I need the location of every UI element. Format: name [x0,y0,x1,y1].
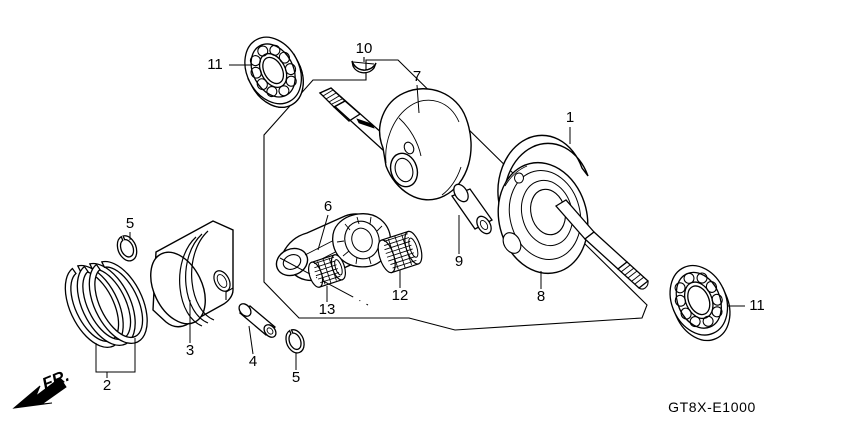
part-number-label: GT8X-E1000 [668,399,756,415]
callout-label-1: 1 [566,109,574,126]
crankshaft-right-shaft [554,199,650,290]
callout-label-12: 12 [392,287,409,304]
crank-web-right [497,134,589,275]
callout-label-5-lower: 5 [292,369,300,386]
callout-label-7: 7 [413,68,421,85]
piston-ring-set [64,260,148,373]
piston-pin [238,303,277,338]
callout-leader-lines [106,57,571,378]
woodruff-key [351,57,377,74]
callout-label-6: 6 [324,198,332,215]
needle-bearing-big-end [377,230,423,274]
front-arrow-icon [12,377,67,409]
connecting-rod [275,213,392,282]
callout-label-3: 3 [186,342,194,359]
crank-web-left [379,88,472,201]
ball-bearing-left [229,36,304,108]
callout-label-11-left: 11 [207,56,223,73]
callout-label-4: 4 [249,353,257,370]
callout-label-8: 8 [537,288,545,305]
callout-label-9: 9 [455,253,463,270]
piston-pin-clip-upper [116,235,138,262]
callout-label-13: 13 [319,301,336,318]
ball-bearing-right [669,264,745,342]
callout-labels: 1 2 3 4 5 5 6 7 8 9 10 11 11 12 13 [103,40,765,394]
callout-label-11-right: 11 [749,297,765,314]
piston-pin-clip-lower [285,329,305,354]
needle-bearing-small-end [308,254,346,288]
crank-pin [450,183,493,235]
piston [150,220,234,328]
crankshaft-left-shaft [318,87,393,151]
callout-label-2: 2 [103,377,111,394]
callout-label-10: 10 [356,40,373,57]
callout-label-5-upper: 5 [126,215,134,232]
